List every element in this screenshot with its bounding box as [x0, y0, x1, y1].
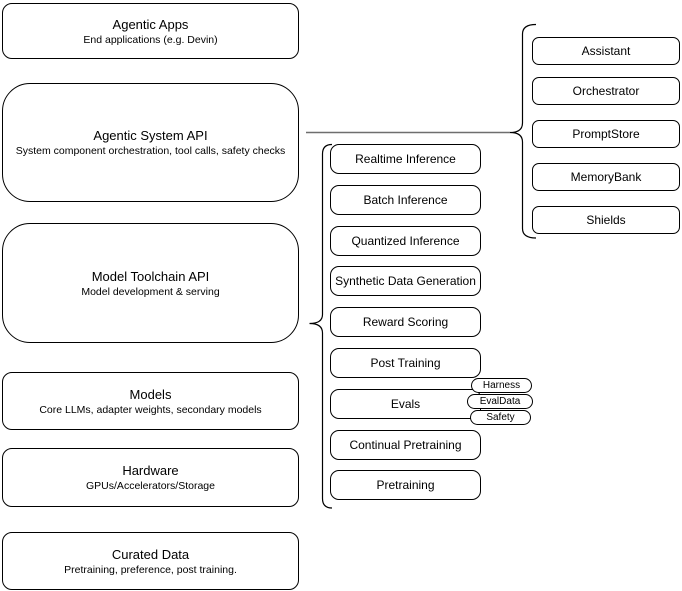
node-hardware: Hardware GPUs/Accelerators/Storage — [2, 448, 299, 507]
node-reward-scoring: Reward Scoring — [330, 307, 481, 337]
node-subtitle: Core LLMs, adapter weights, secondary mo… — [39, 403, 262, 416]
node-shields: Shields — [532, 206, 680, 234]
node-title: Curated Data — [111, 546, 190, 562]
tag-safety: Safety — [470, 410, 531, 425]
node-memorybank: MemoryBank — [532, 163, 680, 191]
node-assistant: Assistant — [532, 37, 680, 65]
node-title: Hardware — [122, 463, 179, 478]
tag-harness: Harness — [471, 378, 532, 393]
node-title: Agentic System API — [93, 128, 208, 143]
node-pretraining: Pretraining — [330, 470, 481, 500]
node-title: Agentic Apps — [112, 16, 189, 32]
node-promptstore: PromptStore — [532, 120, 680, 148]
node-subtitle: Model development & serving — [81, 285, 220, 298]
node-post-training: Post Training — [330, 348, 481, 378]
node-evals: Evals — [330, 389, 481, 419]
node-title: Model Toolchain API — [91, 268, 210, 284]
node-agentic-apps: Agentic Apps End applications (e.g. Devi… — [2, 3, 299, 59]
node-orchestrator: Orchestrator — [532, 77, 680, 105]
node-subtitle: End applications (e.g. Devin) — [83, 33, 218, 46]
node-subtitle: Pretraining, preference, post training. — [64, 563, 237, 576]
node-quantized-inference: Quantized Inference — [330, 226, 481, 256]
toolchain-brace — [309, 143, 333, 509]
node-agentic-system-api: Agentic System API System component orch… — [2, 83, 299, 202]
node-synthetic-data-generation: Synthetic Data Generation — [330, 266, 481, 296]
node-continual-pretraining: Continual Pretraining — [330, 430, 481, 460]
node-subtitle: System component orchestration, tool cal… — [15, 145, 286, 157]
node-batch-inference: Batch Inference — [330, 185, 481, 215]
node-model-toolchain-api: Model Toolchain API Model development & … — [2, 223, 299, 343]
tag-evaldata: EvalData — [467, 394, 533, 409]
node-curated-data: Curated Data Pretraining, preference, po… — [2, 532, 299, 590]
node-realtime-inference: Realtime Inference — [330, 144, 481, 174]
node-title: Models — [129, 386, 172, 402]
node-subtitle: GPUs/Accelerators/Storage — [86, 480, 215, 492]
node-models: Models Core LLMs, adapter weights, secon… — [2, 372, 299, 430]
